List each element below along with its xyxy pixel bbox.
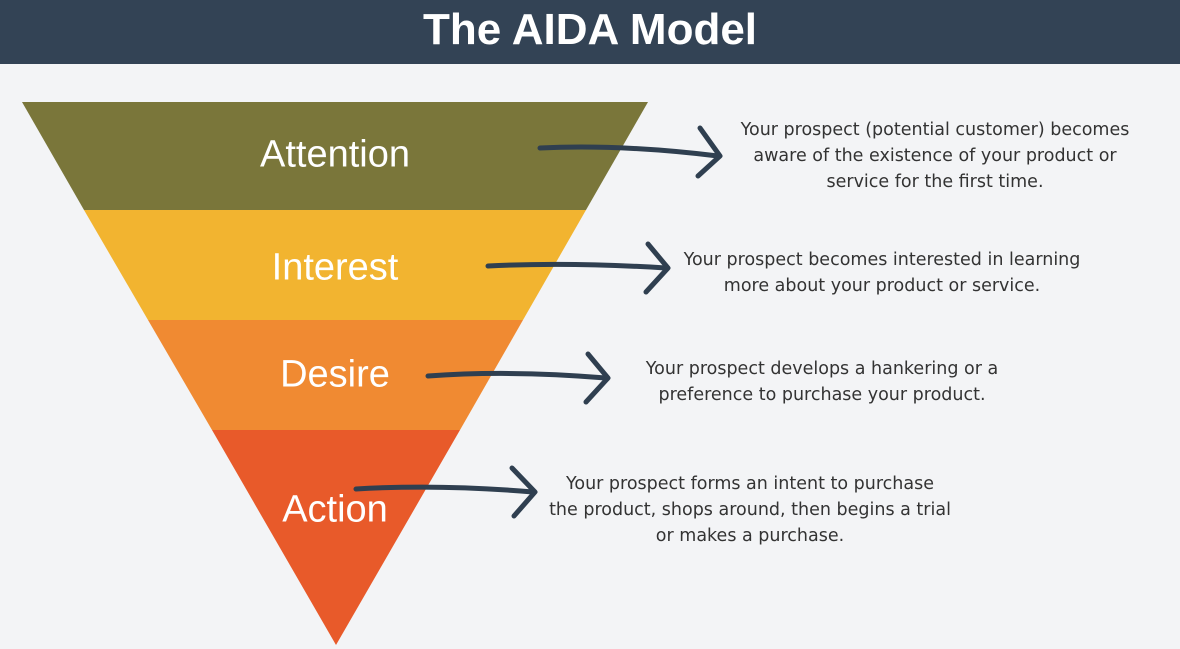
description-line: Your prospect forms an intent to purchas… — [565, 474, 935, 494]
description-attention: Your prospect (potential customer) becom… — [741, 117, 1130, 195]
arrow-icon-interest — [485, 241, 671, 295]
title-bar: The AIDA Model — [0, 0, 1180, 64]
stage-label-desire: Desire — [280, 353, 390, 396]
description-line: Your prospect develops a hankering or a — [645, 359, 999, 379]
description-interest: Your prospect becomes interested in lear… — [684, 247, 1081, 299]
description-line: Your prospect (potential customer) becom… — [740, 120, 1130, 140]
funnel-band-interest — [84, 210, 586, 320]
funnel-band-desire — [148, 320, 523, 430]
arrow-icon-action — [353, 465, 538, 519]
description-line: aware of the existence of your product o… — [753, 146, 1117, 166]
description-line: Your prospect becomes interested in lear… — [683, 250, 1081, 270]
description-line: preference to purchase your product. — [658, 385, 986, 405]
description-desire: Your prospect develops a hankering or a … — [646, 356, 998, 408]
description-line: service for the first time. — [826, 172, 1044, 192]
description-line: or makes a purchase. — [655, 526, 845, 546]
funnel-band-attention — [22, 102, 648, 210]
arrow-icon-desire — [425, 351, 611, 405]
stage-label-action: Action — [282, 488, 388, 531]
description-action: Your prospect forms an intent to purchas… — [549, 471, 951, 549]
stage-label-attention: Attention — [260, 133, 410, 176]
stage-label-interest: Interest — [271, 246, 399, 289]
funnel-band-action — [212, 430, 460, 645]
page-title: The AIDA Model — [422, 5, 758, 54]
arrow-icon-attention — [537, 125, 723, 179]
description-line: more about your product or service. — [723, 276, 1041, 296]
description-line: the product, shops around, then begins a… — [549, 500, 951, 520]
